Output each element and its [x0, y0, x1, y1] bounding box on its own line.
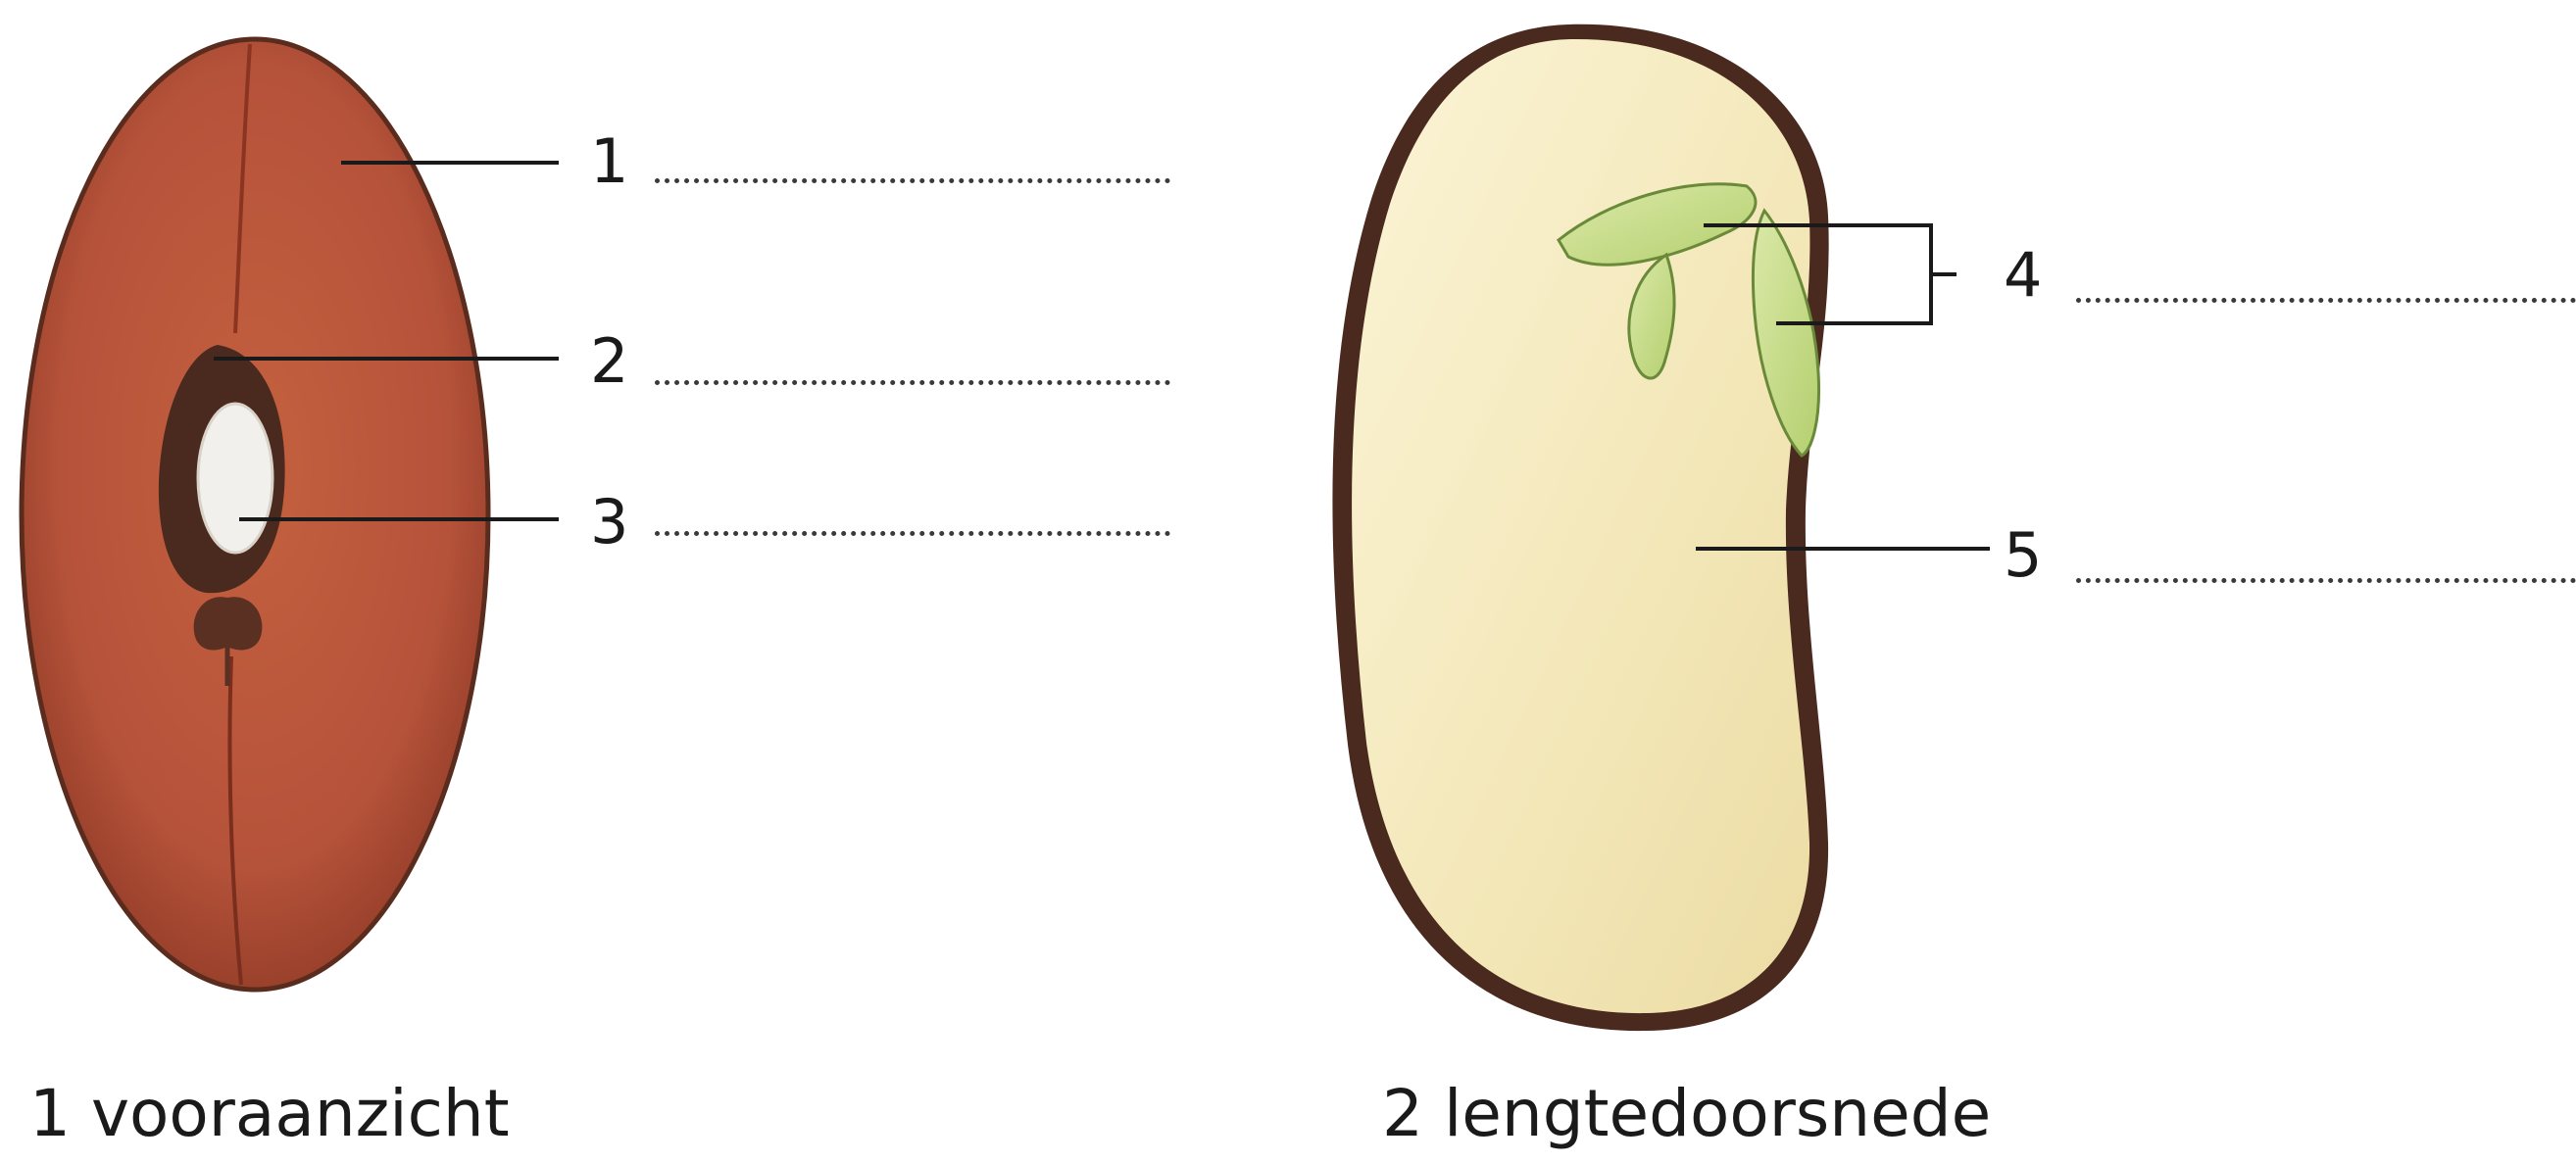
micropyle [198, 404, 272, 553]
answer-line-2[interactable] [655, 380, 1170, 385]
answer-line-1[interactable] [655, 178, 1170, 183]
caption-section-view: 2 lengtedoorsnede [1382, 1082, 1991, 1146]
caption-front-view: 1 vooraanzicht [29, 1082, 510, 1146]
answer-line-4[interactable] [2076, 298, 2576, 303]
label-5: 5 [2004, 525, 2042, 586]
seed-section-view [1332, 24, 1828, 1031]
label-1: 1 [590, 131, 628, 192]
raphe-lobe [194, 597, 263, 650]
label-2: 2 [590, 331, 628, 392]
label-3: 3 [590, 492, 628, 553]
label-4: 4 [2004, 245, 2042, 306]
seed-front-view [22, 39, 488, 990]
answer-line-3[interactable] [655, 531, 1170, 536]
answer-line-5[interactable] [2076, 578, 2576, 583]
